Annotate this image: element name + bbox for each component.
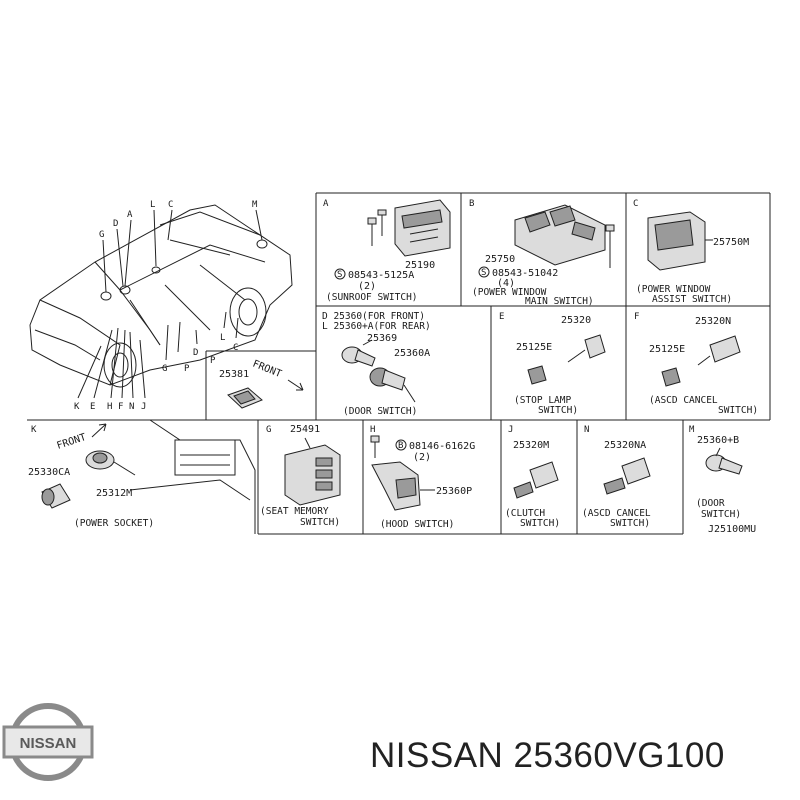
panel-e-caption-line1: (STOP LAMP bbox=[514, 395, 571, 406]
overview-letter-c2: C bbox=[233, 343, 238, 353]
panel-b-quantity: (4) bbox=[497, 278, 515, 289]
panel-m-caption-line1: (DOOR bbox=[696, 498, 725, 509]
panel-k-letter: K bbox=[31, 425, 37, 435]
panel-b-part-number: 25750 bbox=[485, 254, 515, 265]
panel-a-sunroof-switch: A 25190 S 08543-5125A (2) (SUNROOF SWITC… bbox=[323, 199, 451, 303]
panel-a-s-symbol: S bbox=[337, 270, 342, 280]
overview-letter-k: K bbox=[74, 402, 80, 412]
panel-h-hood-switch: H B 08146-6162G (2) 25360P (HOOD SWITCH) bbox=[370, 425, 475, 530]
panel-j-clutch-switch: J 25320M (CLUTCH SWITCH) bbox=[505, 425, 560, 529]
overview-letter-f: F bbox=[118, 402, 123, 412]
panel-n-ascd-cancel-switch: N 25320NA (ASCD CANCEL SWITCH) bbox=[582, 425, 651, 529]
panel-a-caption: (SUNROOF SWITCH) bbox=[326, 292, 418, 303]
panel-m-caption-line2: SWITCH) bbox=[701, 509, 741, 520]
nissan-logo: NISSAN bbox=[2, 703, 94, 781]
nissan-logo-text: NISSAN bbox=[20, 735, 77, 752]
panel-f-part-number-1: 25320N bbox=[695, 316, 731, 327]
panel-e-letter: E bbox=[499, 312, 504, 322]
panel-j-caption-line1: (CLUTCH bbox=[505, 508, 545, 519]
panel-e-stop-lamp-switch: E 25320 25125E (STOP LAMP SWITCH) bbox=[499, 312, 606, 416]
overview-letter-n: N bbox=[129, 402, 134, 412]
overview-letter-d: D bbox=[113, 219, 118, 229]
panel-h-letter: H bbox=[370, 425, 375, 435]
part-number-caption: NISSAN 25360VG100 bbox=[370, 736, 725, 775]
overview-letter-g2: G bbox=[162, 364, 167, 374]
panel-e-caption-line2: SWITCH) bbox=[538, 405, 578, 416]
panel-k-part-number-2: 25312M bbox=[96, 488, 132, 499]
panel-k-front-label: FRONT bbox=[56, 432, 88, 452]
panel-f-ascd-cancel-switch: F 25320N 25125E (ASCD CANCEL SWITCH) bbox=[634, 312, 758, 416]
panel-dl-part-number-2: 25360A bbox=[394, 348, 430, 359]
panel-f-part-number-2: 25125E bbox=[649, 344, 685, 355]
panel-h-quantity: (2) bbox=[413, 452, 431, 463]
panel-a-part-number: 25190 bbox=[405, 260, 435, 271]
panel-m-letter: M bbox=[689, 425, 695, 435]
panel-a-letter: A bbox=[323, 199, 329, 209]
overview-letter-l: L bbox=[150, 200, 155, 210]
panel-b-power-window-main-switch: B 25750 S 08543-51042 (4) (POWER WINDOW … bbox=[469, 199, 615, 307]
panel-n-caption-line1: (ASCD CANCEL bbox=[582, 508, 651, 519]
panel-j-letter: J bbox=[508, 425, 513, 435]
panel-g-caption-line1: (SEAT MEMORY bbox=[260, 506, 329, 517]
panel-f-letter: F bbox=[634, 312, 639, 322]
panel-h-caption: (HOOD SWITCH) bbox=[380, 519, 454, 530]
overview-letter-p: P bbox=[184, 364, 190, 374]
panel-j-caption-line2: SWITCH) bbox=[520, 518, 560, 529]
overview-letter-c: C bbox=[168, 200, 173, 210]
panel-e-part-number-1: 25320 bbox=[561, 315, 591, 326]
overview-letter-d2: D bbox=[193, 348, 198, 358]
panel-h-part-number: 25360P bbox=[436, 486, 472, 497]
panel-m-part-number: 25360+B bbox=[697, 435, 739, 446]
panel-h-b-symbol: B bbox=[398, 441, 403, 451]
panel-g-caption-line2: SWITCH) bbox=[300, 517, 340, 528]
panel-c-letter: C bbox=[633, 199, 638, 209]
panel-p-letter: P bbox=[210, 356, 216, 366]
overview-letter-j: J bbox=[141, 402, 146, 412]
panel-dl-line-l: L 25360+A(FOR REAR) bbox=[322, 321, 431, 332]
panel-n-part-number: 25320NA bbox=[604, 440, 646, 451]
overview-letter-h: H bbox=[107, 402, 112, 412]
panel-n-caption-line2: SWITCH) bbox=[610, 518, 650, 529]
panel-k-caption: (POWER SOCKET) bbox=[74, 518, 154, 529]
overview-letter-l2: L bbox=[220, 333, 225, 343]
panel-b-screw-number: 08543-51042 bbox=[492, 268, 558, 279]
overview-letter-a: A bbox=[127, 210, 133, 220]
panel-h-bolt-number: 08146-6162G bbox=[409, 441, 475, 452]
panel-j-part-number: 25320M bbox=[513, 440, 549, 451]
panel-dl-door-switch: D 25360(FOR FRONT) L 25360+A(FOR REAR) 2… bbox=[322, 311, 431, 417]
panel-e-part-number-2: 25125E bbox=[516, 342, 552, 353]
panel-n-letter: N bbox=[584, 425, 589, 435]
panel-dl-caption: (DOOR SWITCH) bbox=[343, 406, 417, 417]
overview-letter-e: E bbox=[90, 402, 95, 412]
panel-k-power-socket: K FRONT 25330CA 25312M (POWER SOCKET) bbox=[28, 419, 256, 534]
panel-a-screw-number: 08543-5125A bbox=[348, 270, 414, 281]
panel-b-caption-line2: MAIN SWITCH) bbox=[525, 296, 594, 307]
panel-c-caption-line2: ASSIST SWITCH) bbox=[652, 294, 732, 305]
panel-f-caption-line2: SWITCH) bbox=[718, 405, 758, 416]
panel-dl-line-d: D 25360(FOR FRONT) bbox=[322, 311, 425, 322]
panel-p-front-label: FRONT bbox=[251, 359, 283, 380]
panel-g-letter: G bbox=[266, 425, 271, 435]
vehicle-overview: G D A L C M K E H F N J G P D L C bbox=[29, 200, 293, 412]
panel-a-quantity: (2) bbox=[358, 281, 376, 292]
panel-f-caption-line1: (ASCD CANCEL bbox=[649, 395, 718, 406]
panel-b-s-symbol: S bbox=[481, 268, 486, 278]
panel-p: P 25381 FRONT bbox=[210, 356, 304, 409]
drawing-id: J25100MU bbox=[708, 524, 756, 535]
panel-g-seat-memory-switch: G 25491 (SEAT MEMORY SWITCH) bbox=[260, 424, 341, 528]
overview-letter-g: G bbox=[99, 230, 104, 240]
overview-letter-m: M bbox=[252, 200, 258, 210]
panel-g-part-number: 25491 bbox=[290, 424, 320, 435]
panel-m-door-switch: M 25360+B (DOOR SWITCH) bbox=[689, 425, 743, 520]
panel-c-part-number: 25750M bbox=[713, 237, 749, 248]
panel-k-part-number-1: 25330CA bbox=[28, 467, 70, 478]
panel-c-caption-line1: (POWER WINDOW bbox=[636, 284, 711, 295]
panel-b-letter: B bbox=[469, 199, 474, 209]
panel-dl-part-number-1: 25369 bbox=[367, 333, 397, 344]
panel-p-part-number: 25381 bbox=[219, 369, 249, 380]
panel-c-power-window-assist-switch: C 25750M (POWER WINDOW ASSIST SWITCH) bbox=[633, 199, 749, 305]
panel-b-caption-line1: (POWER WINDOW bbox=[472, 287, 547, 298]
